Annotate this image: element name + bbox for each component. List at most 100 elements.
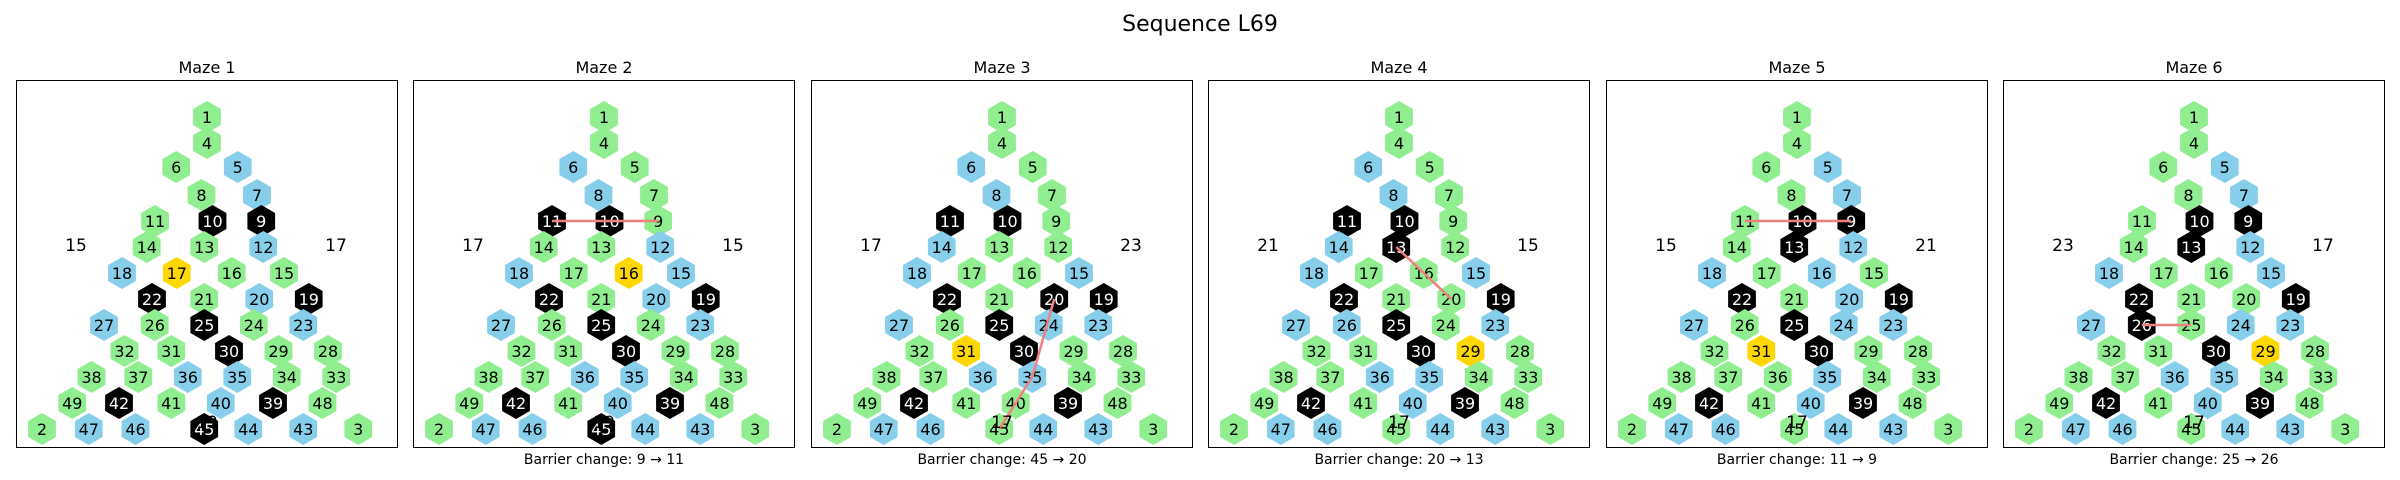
maze-frame bbox=[2003, 80, 2385, 448]
hex-cell-48: 48 bbox=[2295, 387, 2324, 419]
hex-shape bbox=[141, 205, 169, 237]
hex-label: 43 bbox=[293, 420, 313, 439]
hex-cell-26: 26 bbox=[935, 309, 964, 341]
hex-shape bbox=[1250, 387, 1279, 419]
hex-label: 25 bbox=[194, 316, 214, 335]
hex-shape bbox=[121, 413, 150, 445]
maze-frame bbox=[1606, 80, 1988, 448]
hex-label: 29 bbox=[268, 342, 288, 361]
hex-cell-14: 14 bbox=[1324, 231, 1353, 263]
hex-cell-34: 34 bbox=[1464, 361, 1493, 393]
left-side-label: 15 bbox=[65, 236, 87, 256]
hex-shape bbox=[1365, 361, 1394, 393]
hex-shape bbox=[1316, 361, 1345, 393]
hex-cell-6: 6 bbox=[957, 151, 986, 183]
hex-label: 37 bbox=[525, 368, 545, 387]
maze-frame bbox=[413, 80, 795, 448]
bottom-side-label: 19 bbox=[593, 413, 615, 433]
hex-label: 29 bbox=[1063, 342, 1083, 361]
right-side-label: 15 bbox=[722, 236, 744, 256]
hex-cell-27: 27 bbox=[487, 309, 515, 341]
hex-cell-24: 24 bbox=[2226, 309, 2255, 341]
hex-label: 29 bbox=[1460, 342, 1480, 361]
hex-shape bbox=[590, 101, 618, 133]
hex-shape bbox=[1648, 387, 1677, 419]
hex-label: 19 bbox=[696, 290, 716, 309]
hex-label: 10 bbox=[1394, 212, 1414, 231]
hex-cell-34: 34 bbox=[272, 361, 301, 393]
hex-shape bbox=[1835, 283, 1864, 315]
hex-cell-28: 28 bbox=[314, 335, 342, 367]
hex-cell-37: 37 bbox=[2111, 361, 2140, 393]
hex-cell-27: 27 bbox=[90, 309, 118, 341]
bottom-side-label: 17 bbox=[991, 413, 1013, 433]
hex-shape bbox=[1912, 361, 1941, 393]
hex-shape bbox=[2077, 309, 2105, 341]
hex-label: 9 bbox=[256, 212, 266, 231]
hex-cell-32: 32 bbox=[507, 335, 536, 367]
hex-label: 6 bbox=[1761, 158, 1771, 177]
hex-cell-6: 6 bbox=[162, 151, 191, 183]
hex-label: 15 bbox=[1466, 264, 1486, 283]
hex-shape bbox=[1398, 387, 1427, 419]
hex-shape bbox=[1829, 309, 1858, 341]
hex-shape bbox=[1382, 413, 1411, 445]
hex-label: 2 bbox=[2024, 420, 2034, 439]
hex-cell-27: 27 bbox=[885, 309, 913, 341]
hex-shape bbox=[1431, 309, 1460, 341]
hex-shape bbox=[243, 179, 271, 211]
hex-cell-41: 41 bbox=[2144, 387, 2173, 419]
hex-shape bbox=[614, 257, 643, 289]
hex-label: 11 bbox=[2132, 212, 2152, 231]
hex-cell-5: 5 bbox=[1018, 151, 1047, 183]
hex-shape bbox=[74, 413, 103, 445]
hex-shape bbox=[2119, 231, 2148, 263]
hex-cell-44: 44 bbox=[1426, 413, 1455, 445]
hex-cell-1: 1 bbox=[1783, 101, 1811, 133]
hex-label: 47 bbox=[2066, 420, 2086, 439]
hex-label: 8 bbox=[1786, 186, 1796, 205]
hex-label: 39 bbox=[2250, 394, 2270, 413]
hex-cell-47: 47 bbox=[471, 413, 500, 445]
hex-label: 32 bbox=[2101, 342, 2121, 361]
hex-label: 1 bbox=[599, 108, 609, 127]
hex-shape bbox=[1089, 283, 1118, 315]
hex-label: 27 bbox=[2081, 316, 2101, 335]
hex-label: 2 bbox=[37, 420, 47, 439]
hex-shape bbox=[1711, 413, 1740, 445]
hex-shape bbox=[1854, 335, 1883, 367]
hex-cell-38: 38 bbox=[2064, 361, 2093, 393]
hex-label: 41 bbox=[558, 394, 578, 413]
hex-shape bbox=[198, 205, 227, 237]
hex-cell-17: 17 bbox=[2149, 257, 2178, 289]
hex-cell-25: 25 bbox=[587, 309, 616, 341]
hex-shape bbox=[322, 361, 351, 393]
hex-shape bbox=[985, 283, 1014, 315]
hex-cell-21: 21 bbox=[190, 283, 219, 315]
hex-shape bbox=[823, 413, 851, 445]
hex-cell-37: 37 bbox=[1316, 361, 1345, 393]
hex-shape bbox=[1879, 309, 1908, 341]
hex-label: 41 bbox=[1751, 394, 1771, 413]
hex-cell-25: 25 bbox=[1780, 309, 1809, 341]
hex-label: 48 bbox=[312, 394, 332, 413]
hex-cell-46: 46 bbox=[1711, 413, 1740, 445]
hex-label: 26 bbox=[542, 316, 562, 335]
hex-cell-39: 39 bbox=[2246, 387, 2274, 419]
hex-label: 32 bbox=[511, 342, 531, 361]
hex-shape bbox=[554, 335, 583, 367]
hex-label: 42 bbox=[1301, 394, 1321, 413]
hex-label: 15 bbox=[1069, 264, 1089, 283]
hex-cell-47: 47 bbox=[2061, 413, 2090, 445]
hex-shape bbox=[603, 387, 632, 419]
hex-shape bbox=[1038, 179, 1066, 211]
hex-cell-21: 21 bbox=[1382, 283, 1411, 315]
hex-cell-24: 24 bbox=[1034, 309, 1063, 341]
hex-shape bbox=[584, 179, 613, 211]
hex-cell-36: 36 bbox=[2160, 361, 2189, 393]
hex-cell-18: 18 bbox=[505, 257, 533, 289]
hex-label: 22 bbox=[937, 290, 957, 309]
hex-label: 31 bbox=[1353, 342, 1373, 361]
hex-cell-39: 39 bbox=[656, 387, 684, 419]
